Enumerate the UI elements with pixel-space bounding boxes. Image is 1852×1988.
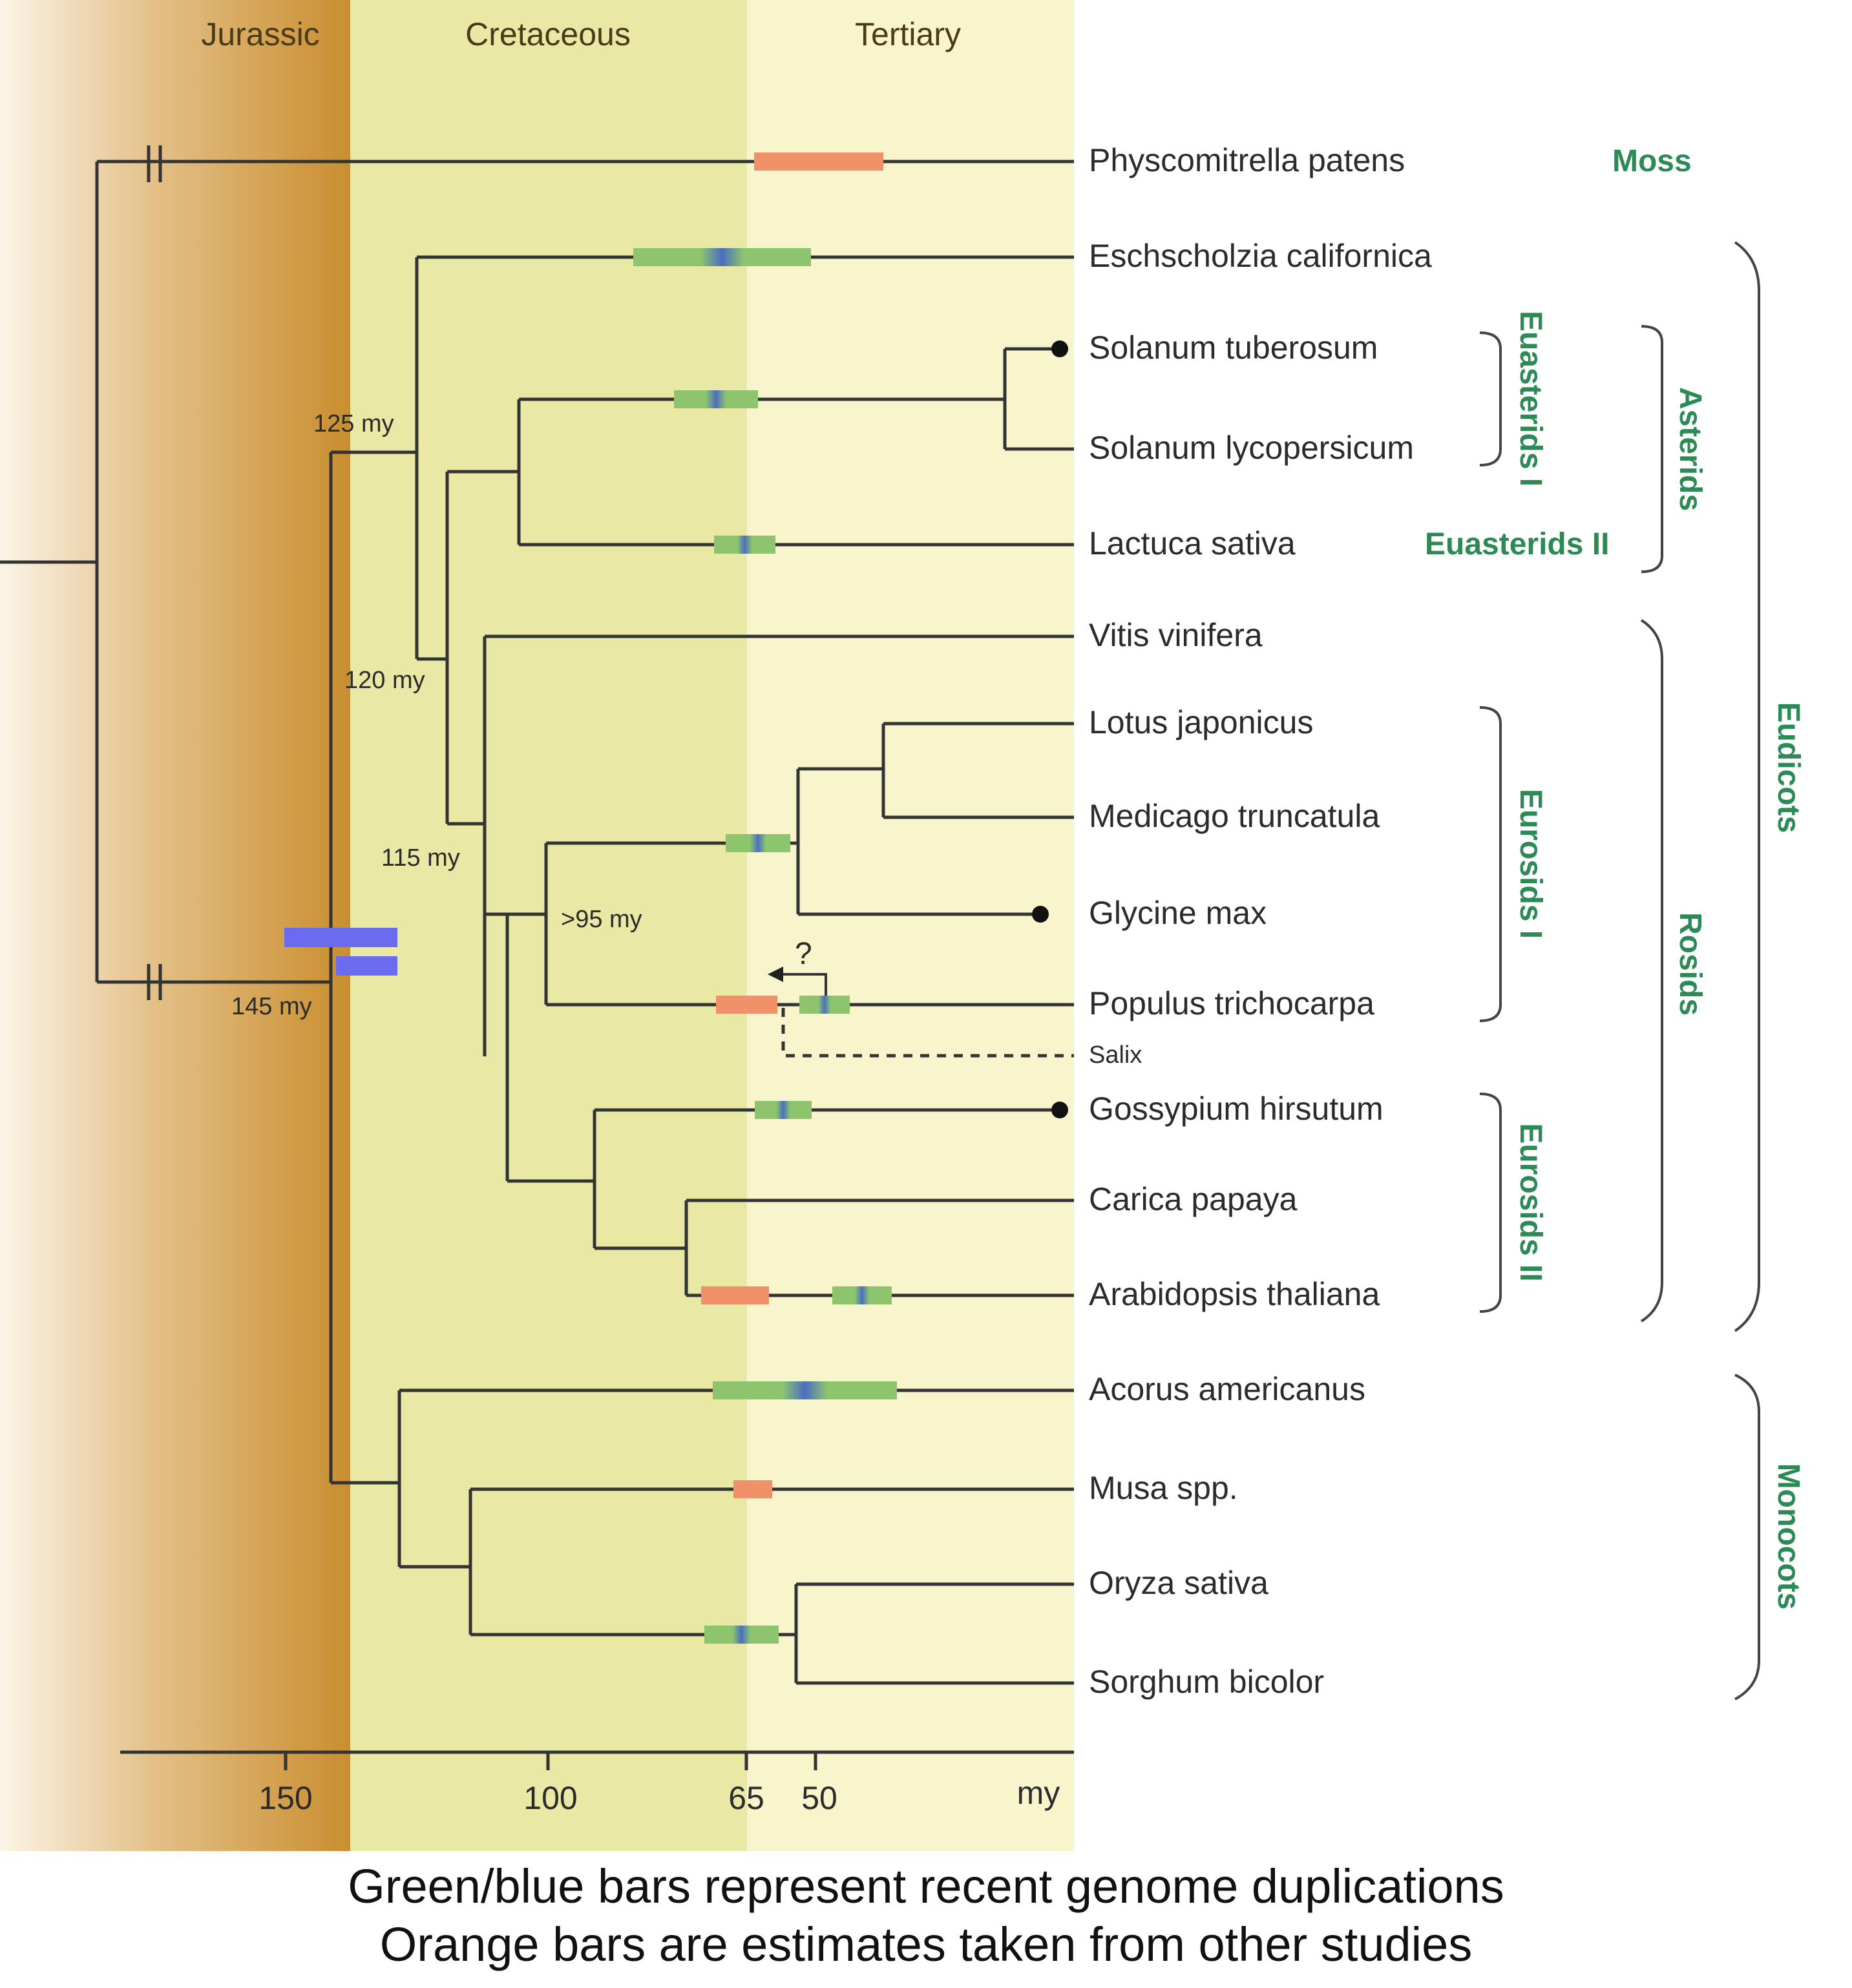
duplication-bar-eschscholzia [633, 248, 811, 266]
group-label-eurosids1: Eurosids I [1513, 789, 1548, 939]
taxon-label: Salix [1089, 1041, 1142, 1069]
taxon-label: Acorus americanus [1089, 1371, 1365, 1407]
monocots-bracket [1734, 1374, 1760, 1700]
clade-brackets [1479, 241, 1760, 1700]
wgd-bar-lower [336, 956, 397, 976]
uncertain-placement-arrow [781, 973, 827, 1005]
time-axis: 150 100 65 50 my [120, 1750, 1074, 1816]
uncertain-question-mark: ? [795, 937, 812, 971]
tree-branches [0, 160, 1074, 1685]
taxon-label: Glycine max [1089, 895, 1267, 931]
caption-line-1: Green/blue bars represent recent genome … [348, 1859, 1504, 1913]
estimate-bar-musa [733, 1480, 772, 1498]
axis-break-mark-upper [147, 145, 162, 182]
caption-line-2: Orange bars are estimates taken from oth… [380, 1918, 1472, 1971]
node-age-95: >95 my [561, 906, 642, 933]
node-age-145: 145 my [231, 993, 312, 1020]
eurosids1-bracket [1479, 706, 1502, 1022]
duplication-bar-eurosids [726, 834, 790, 852]
estimate-bar-physcomitrella [754, 152, 883, 171]
taxon-label: Lotus japonicus [1089, 704, 1313, 740]
group-label-euasterids1: Euasterids I [1513, 311, 1548, 487]
salix-dashed-branch [781, 1008, 1074, 1058]
taxon-label: Gossypium hirsutum [1089, 1091, 1384, 1127]
group-label-moss: Moss [1612, 144, 1692, 178]
taxon-label: Musa spp. [1089, 1470, 1238, 1506]
node-age-125: 125 my [313, 410, 394, 437]
estimate-bar-arabidopsis [701, 1286, 769, 1304]
duplication-bar-acorus [713, 1381, 897, 1399]
asterids-bracket [1641, 325, 1663, 573]
group-label-asterids: Asterids [1673, 387, 1707, 511]
axis-tick-65: 65 [728, 1780, 764, 1816]
duplication-bar-poales [704, 1626, 779, 1644]
tertiary-band [747, 0, 1074, 1851]
polyploid-dot-solanum-tuberosum [1051, 340, 1068, 357]
taxon-label: Lactuca sativa [1089, 525, 1296, 561]
duplication-bar-solanum [674, 390, 758, 408]
jurassic-band [0, 0, 350, 1851]
group-label-rosids: Rosids [1673, 912, 1707, 1016]
era-label-jurassic: Jurassic [201, 16, 319, 52]
taxon-label: Sorghum bicolor [1089, 1664, 1324, 1700]
taxon-label: Populus trichocarpa [1089, 985, 1374, 1021]
taxon-label: Arabidopsis thaliana [1089, 1276, 1380, 1312]
polyploid-dot-glycine-max [1032, 906, 1049, 923]
euasterids1-bracket [1479, 331, 1502, 466]
taxon-label: Eschscholzia californica [1089, 238, 1432, 274]
estimate-bar-populus [716, 996, 777, 1014]
axis-tick-100: 100 [523, 1780, 577, 1816]
taxon-label: Solanum lycopersicum [1089, 430, 1414, 466]
duplication-bar-lactuca [714, 536, 775, 554]
group-label-euasterids2: Euasterids II [1425, 527, 1609, 561]
eurosids2-bracket [1479, 1093, 1502, 1313]
duplication-bar-arabidopsis [832, 1286, 892, 1304]
arrow-head-icon [768, 967, 783, 982]
taxon-labels: Physcomitrella patens Eschscholzia calif… [1089, 142, 1432, 1700]
wgd-bar-upper [284, 928, 397, 947]
taxon-label: Carica papaya [1089, 1181, 1298, 1217]
polyploid-dot-gossypium [1051, 1102, 1068, 1118]
axis-unit-label: my [1017, 1775, 1060, 1811]
rosids-bracket [1640, 619, 1663, 1323]
taxon-label: Solanum tuberosum [1089, 330, 1378, 366]
duplication-bar-gossypium [755, 1101, 812, 1119]
taxon-label: Medicago truncatula [1089, 798, 1380, 834]
group-label-eurosids2: Eurosids II [1513, 1123, 1548, 1281]
axis-tick-50: 50 [801, 1780, 837, 1816]
taxon-label: Vitis vinifera [1089, 617, 1263, 653]
axis-break-mark-lower [147, 964, 162, 1000]
duplication-bar-populus [799, 996, 850, 1014]
node-age-120: 120 my [344, 667, 425, 694]
cretaceous-band [350, 0, 747, 1851]
era-label-tertiary: Tertiary [855, 16, 961, 52]
axis-tick-150: 150 [258, 1780, 312, 1816]
eudicots-bracket [1734, 241, 1760, 1332]
group-label-eudicots: Eudicots [1771, 702, 1805, 833]
node-age-115: 115 my [381, 844, 460, 872]
group-label-monocots: Monocots [1771, 1463, 1805, 1610]
taxon-label: Physcomitrella patens [1089, 142, 1405, 178]
taxon-label: Oryza sativa [1089, 1565, 1268, 1601]
era-label-cretaceous: Cretaceous [465, 16, 631, 52]
